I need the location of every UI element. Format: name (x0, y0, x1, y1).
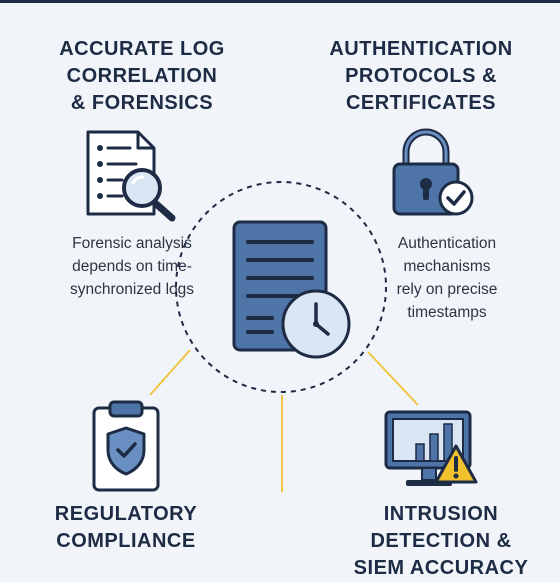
heading-log-correlation: ACCURATE LOG CORRELATION & FORENSICS (59, 38, 225, 114)
server-clock-icon (228, 218, 356, 360)
connector-lines (149, 181, 419, 492)
dashed-center-ring (175, 181, 387, 393)
top-border (0, 0, 560, 3)
document-magnifier-icon (82, 126, 182, 226)
padlock-checkmark-icon (386, 126, 480, 220)
monitor-warning-icon (382, 408, 482, 492)
heading-regulatory: REGULATORY COMPLIANCE (54, 503, 198, 552)
desc-authentication: Authentication mechanisms rely on precis… (396, 235, 498, 321)
desc-log-correlation: Forensic analysis depends on time- synch… (69, 235, 195, 298)
connector-left (149, 349, 191, 396)
heading-authentication: AUTHENTICATION PROTOCOLS & CERTIFICATES (329, 38, 513, 114)
heading-intrusion: INTRUSION DETECTION & SIEM ACCURACY (353, 503, 529, 579)
connector-right (367, 351, 419, 406)
clipboard-shield-icon (86, 398, 166, 494)
